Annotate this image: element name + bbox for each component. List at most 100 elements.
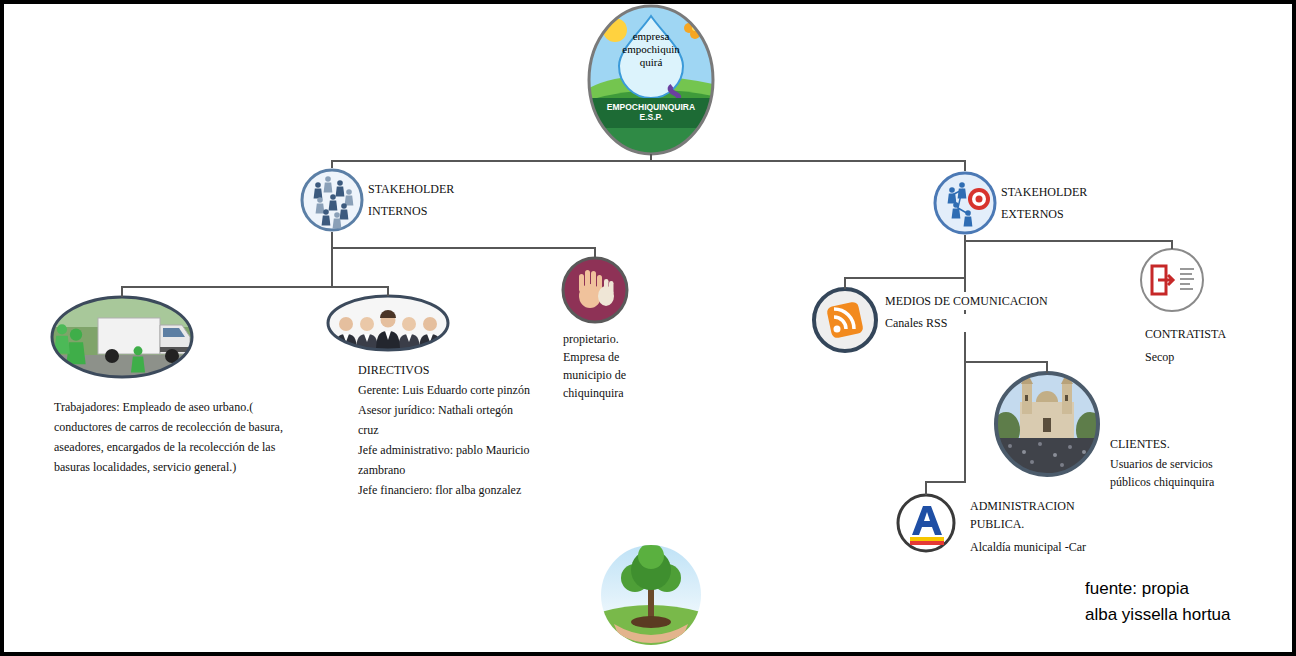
media-rss-icon (826, 301, 864, 339)
secop-icon (1141, 249, 1203, 311)
owner-icon (591, 271, 596, 291)
connector-line (332, 232, 595, 258)
clients-photo (1008, 444, 1012, 448)
company-logo (589, 6, 713, 154)
node-heading: ADMINISTRACION PUBLICA. (970, 497, 1100, 533)
clients-photo (1068, 445, 1072, 449)
workers-photo (163, 328, 185, 337)
mayor-office-logo (924, 512, 930, 521)
source-note: fuente: propiaalba yissella hortua (1085, 576, 1285, 628)
node-heading: STAKEHOLDER EXTERNOS (1001, 181, 1105, 225)
workers-photo (98, 318, 160, 354)
workers-photo (52, 297, 192, 377)
stakeholder-node: DIRECTIVOSGerente: Luis Eduardo corte pi… (328, 296, 533, 502)
connector-line (122, 232, 332, 297)
mayor-office-logo (898, 495, 954, 551)
owner-icon (609, 281, 614, 295)
workers-photo (160, 325, 190, 354)
company-logo (589, 90, 713, 154)
company-logo (589, 6, 713, 154)
clients-photo (1022, 384, 1032, 414)
external-stakeholder-icon (935, 173, 995, 233)
internal-stakeholder-icon (340, 203, 349, 219)
clients-photo (1030, 460, 1034, 464)
stakeholder-node: Trabajadores: Empleado de aseo urbano.( … (52, 297, 294, 479)
internal-stakeholder-icon (302, 170, 362, 230)
secop-icon (1158, 275, 1173, 285)
clients-photo (992, 372, 1104, 478)
source-note-text: alba yissella hortua (1085, 602, 1285, 628)
stakeholder-node: MEDIOS DE COMUNICACIONCanales RSS (815, 289, 1085, 351)
owner-icon (563, 258, 627, 322)
connector-line (845, 235, 965, 289)
media-rss-icon (834, 309, 854, 329)
stakeholder-node: CONTRATISTASecop (1141, 249, 1260, 368)
internal-stakeholder-icon (324, 176, 333, 192)
internal-stakeholder-icon (333, 212, 342, 228)
secop-icon (1180, 288, 1193, 290)
external-stakeholder-icon (972, 192, 986, 206)
directors-photo (364, 334, 370, 342)
connector-line (332, 154, 651, 168)
media-rss-icon (814, 289, 876, 351)
clients-photo (1038, 442, 1042, 446)
directors-photo (380, 310, 396, 318)
node-heading: empresa empochiquin quirá (611, 30, 691, 69)
external-stakeholder-icon (935, 173, 995, 233)
workers-photo (66, 328, 85, 364)
clients-photo (996, 373, 1098, 475)
clients-photo (1065, 395, 1068, 401)
tree-in-hands-picture (648, 585, 654, 621)
clients-photo (1060, 463, 1064, 467)
media-rss-icon (834, 317, 846, 329)
company-logo (589, 6, 713, 154)
connector-line (651, 154, 965, 171)
mayor-office-logo (898, 495, 954, 551)
internal-stakeholder-icon (322, 209, 331, 225)
secop-icon (1180, 268, 1194, 270)
stakeholder-node: STAKEHOLDER INTERNOS (300, 168, 472, 232)
tree-in-hands-picture (601, 543, 701, 645)
external-stakeholder-icon (968, 188, 990, 210)
workers-photo (52, 297, 192, 377)
node-text: Asesor jurídico: Nathali ortegón cruz (358, 400, 533, 440)
media-rss-icon (814, 289, 876, 351)
clients-photo (1053, 453, 1057, 457)
internal-stakeholder-icon (329, 194, 338, 210)
secop-icon (1180, 283, 1190, 285)
mayor-office-logo (910, 541, 944, 545)
external-stakeholder-icon (952, 202, 961, 218)
node-heading: DIRECTIVOS (358, 360, 533, 380)
stakeholder-node: STAKEHOLDER EXTERNOS (933, 171, 1105, 235)
directors-photo (406, 334, 412, 342)
internal-stakeholder-icon (345, 189, 354, 205)
external-stakeholder-icon (958, 182, 967, 198)
workers-photo (52, 297, 192, 377)
external-stakeholder-icon (948, 187, 957, 203)
company-logo (670, 86, 678, 98)
workers-photo (66, 328, 85, 364)
tree-in-hands-picture (638, 543, 664, 569)
internal-stakeholder-icon (316, 197, 325, 213)
directors-photo (339, 317, 353, 331)
clients-photo (1043, 418, 1051, 432)
tree-in-hands-picture (601, 543, 701, 645)
stakeholder-node: CLIENTES.Usuarios de servicios públicos … (996, 373, 1245, 493)
owner-icon (585, 270, 590, 290)
internal-stakeholder-icon (302, 170, 362, 230)
node-text: Canales RSS (885, 314, 1085, 332)
company-logo (589, 98, 713, 128)
node-heading: CLIENTES. (1110, 435, 1245, 453)
directors-photo (328, 296, 448, 352)
company-logo (589, 6, 713, 154)
clients-photo (1025, 395, 1028, 401)
node-text: Alcaldía municipal -Car (970, 537, 1100, 557)
stakeholder-node: empresa empochiquin quiráEMPOCHIQUINQUIR… (589, 6, 713, 154)
directors-photo (385, 331, 391, 340)
connector-line (926, 235, 965, 495)
workers-photo (131, 346, 145, 372)
node-text: Gerente: Luis Eduardo corte pinzón (358, 380, 533, 400)
external-stakeholder-icon (976, 196, 983, 203)
